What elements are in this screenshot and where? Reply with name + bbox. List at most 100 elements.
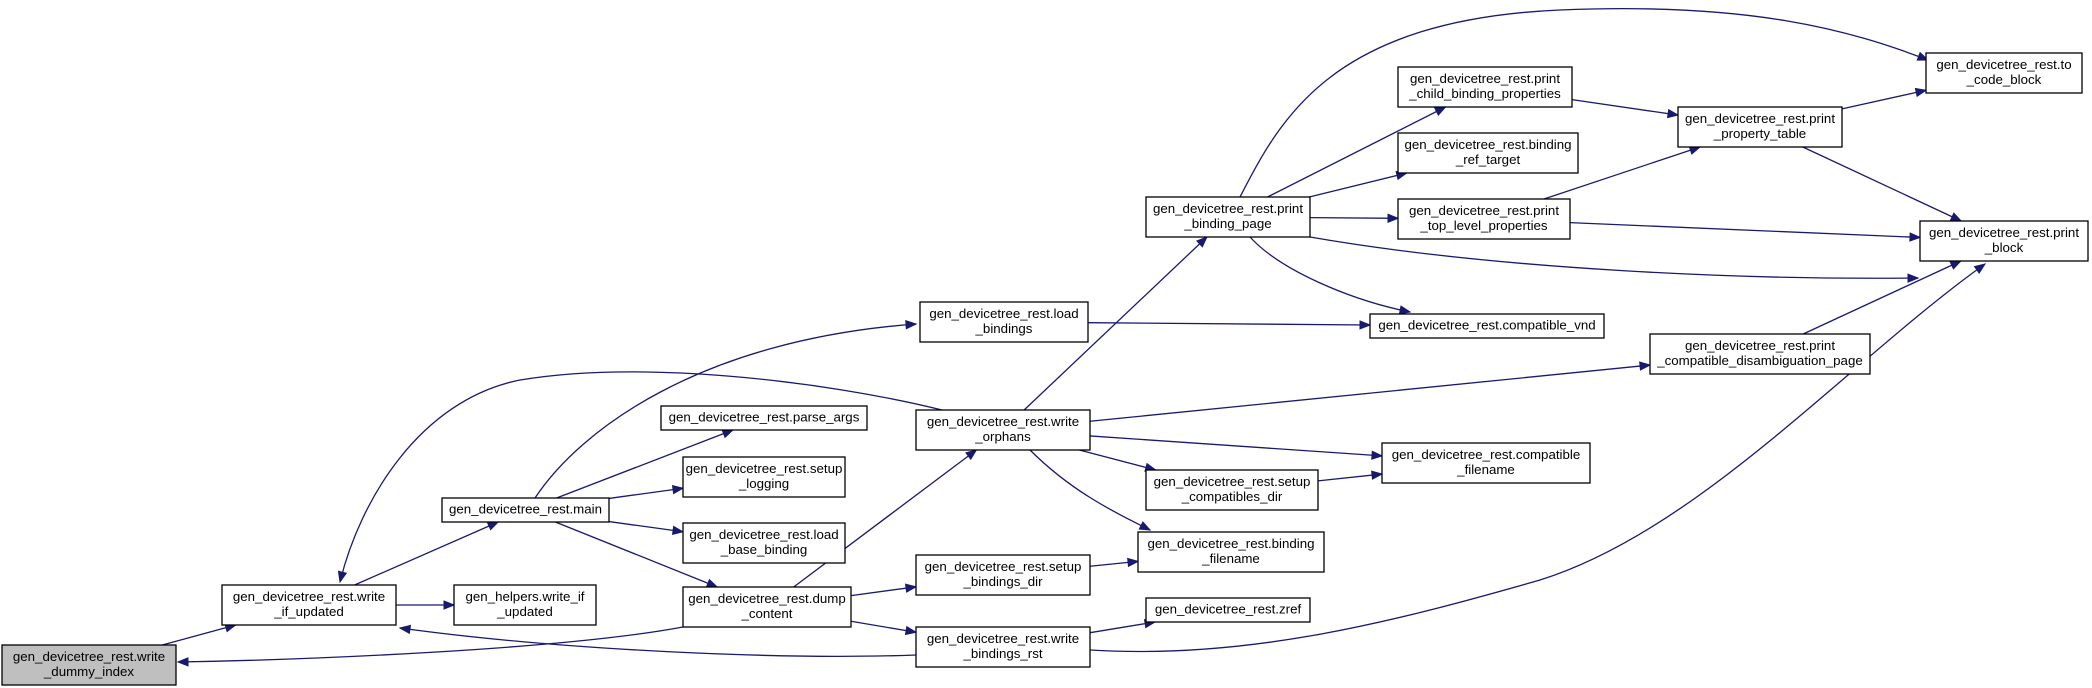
edge-print-child-binding-properties-to-print-property-table-line xyxy=(1571,99,1679,116)
node-box xyxy=(453,584,597,626)
node-label-line: _binding_page xyxy=(1183,216,1271,231)
edge-write-orphans-to-print-compatible-disambiguation-page-line xyxy=(1089,364,1651,422)
edge-write-bindings-rst-to-write-if-updated xyxy=(398,624,917,657)
node-write-bindings-rst[interactable]: gen_devicetree_rest.write_bindings_rst xyxy=(915,626,1091,668)
node-write-orphans[interactable]: gen_devicetree_rest.write_orphans xyxy=(915,409,1091,451)
node-print-top-level-properties[interactable]: gen_devicetree_rest.print_top_level_prop… xyxy=(1397,198,1571,240)
edge-load-bindings-to-compatible-vnd xyxy=(1087,320,1372,330)
edge-print-property-table-to-print-block-line xyxy=(1802,146,1962,222)
node-label-line: _ref_target xyxy=(1455,152,1521,167)
edge-dump-content-to-write-dummy-index-arrowhead xyxy=(176,657,189,667)
edge-write-orphans-to-compatible-filename-arrowhead xyxy=(1371,450,1384,460)
edge-write-orphans-to-write-if-updated-arrowhead xyxy=(337,570,348,584)
edge-write-dummy-index-to-write-if-updated xyxy=(162,623,237,646)
node-box xyxy=(1145,597,1311,623)
edge-print-binding-page-to-print-child-binding-properties-arrowhead xyxy=(1433,106,1447,116)
edge-write-orphans-to-setup-compatibles-dir-line xyxy=(1079,449,1156,471)
node-write-if-updated[interactable]: gen_devicetree_rest.write_if_updated xyxy=(221,584,397,626)
edge-main-to-load-bindings-arrowhead xyxy=(905,320,918,330)
edge-write-orphans-to-binding-filename-line xyxy=(1029,449,1151,531)
edge-print-compatible-disambiguation-page-to-print-block-arrowhead xyxy=(1949,260,1963,270)
node-box xyxy=(682,522,846,564)
node-to-code-block[interactable]: gen_devicetree_rest.to_code_block xyxy=(1925,52,2083,94)
node-label-line: gen_helpers.write_if xyxy=(465,589,584,604)
node-box xyxy=(1381,442,1591,484)
node-print-block[interactable]: gen_devicetree_rest.print_block xyxy=(1919,220,2089,262)
node-label-line: gen_devicetree_rest.compatible xyxy=(1392,447,1581,462)
node-label-line: gen_devicetree_rest.print xyxy=(1685,111,1835,126)
edge-write-orphans-to-compatible-filename-line xyxy=(1089,435,1383,457)
node-label-line: gen_devicetree_rest.binding xyxy=(1147,536,1314,551)
node-zref[interactable]: gen_devicetree_rest.zref xyxy=(1145,597,1311,623)
node-label-line: gen_devicetree_rest.print xyxy=(1409,203,1559,218)
node-box xyxy=(1137,531,1325,573)
edge-write-dummy-index-to-write-if-updated-line xyxy=(162,624,236,646)
edge-print-binding-page-to-to-code-block-line xyxy=(1239,7,1929,198)
node-dump-content[interactable]: gen_devicetree_rest.dump_content xyxy=(682,586,852,628)
node-load-base-binding[interactable]: gen_devicetree_rest.load_base_binding xyxy=(682,522,846,564)
node-write-dummy-index[interactable]: gen_devicetree_rest.write_dummy_index xyxy=(1,644,177,686)
edge-setup-compatibles-dir-to-compatible-filename-line xyxy=(1317,473,1383,482)
edge-print-property-table-to-to-code-block xyxy=(1841,87,1928,110)
edge-print-binding-page-to-binding-ref-target-line xyxy=(1309,172,1407,198)
edge-write-bindings-rst-to-zref xyxy=(1089,619,1157,634)
edge-print-property-table-to-print-block xyxy=(1802,146,1963,222)
node-box xyxy=(682,456,846,498)
node-compatible-filename[interactable]: gen_devicetree_rest.compatible_filename xyxy=(1381,442,1591,484)
node-label-line: _property_table xyxy=(1713,126,1806,141)
node-load-bindings[interactable]: gen_devicetree_rest.load_bindings xyxy=(919,301,1089,343)
edge-setup-bindings-dir-to-binding-filename xyxy=(1089,557,1140,568)
node-label-line: _dummy_index xyxy=(43,664,135,679)
edge-main-to-load-base-binding xyxy=(608,520,685,536)
edge-write-orphans-to-write-if-updated xyxy=(337,371,943,584)
node-compatible-vnd[interactable]: gen_devicetree_rest.compatible_vnd xyxy=(1369,313,1605,339)
node-setup-compatibles-dir[interactable]: gen_devicetree_rest.setup_compatibles_di… xyxy=(1145,469,1319,511)
node-label-line: gen_devicetree_rest.load xyxy=(929,306,1078,321)
edge-write-orphans-to-binding-filename-arrowhead xyxy=(1138,521,1152,531)
node-binding-filename[interactable]: gen_devicetree_rest.binding_filename xyxy=(1137,531,1325,573)
node-parse-args[interactable]: gen_devicetree_rest.parse_args xyxy=(660,405,868,431)
node-label-line: _code_block xyxy=(1966,72,2042,87)
edge-print-child-binding-properties-to-print-property-table-arrowhead xyxy=(1666,108,1680,119)
node-helpers-write-if-updated[interactable]: gen_helpers.write_if_updated xyxy=(453,584,597,626)
node-box xyxy=(1397,66,1573,108)
node-label-line: _top_level_properties xyxy=(1419,218,1547,233)
edge-print-binding-page-to-to-code-block xyxy=(1239,7,1930,198)
edge-dump-content-to-write-bindings-rst xyxy=(850,620,918,636)
node-box xyxy=(915,409,1091,451)
edge-print-child-binding-properties-to-print-property-table xyxy=(1571,99,1680,119)
node-label-line: gen_devicetree_rest.setup xyxy=(925,559,1082,574)
node-box xyxy=(919,301,1089,343)
node-label-line: _block xyxy=(1984,240,2024,255)
node-box xyxy=(1,644,177,686)
edge-print-compatible-disambiguation-page-to-print-block-line xyxy=(1802,260,1962,335)
edge-dump-content-to-write-dummy-index xyxy=(176,626,684,667)
node-label-line: gen_devicetree_rest.write xyxy=(927,414,1079,429)
edge-dump-content-to-write-dummy-index-line xyxy=(177,626,684,663)
node-setup-logging[interactable]: gen_devicetree_rest.setup_logging xyxy=(682,456,846,498)
edge-write-if-updated-to-helpers-write-if-updated xyxy=(396,600,456,610)
node-box xyxy=(1649,333,1871,375)
node-label-line: _bindings_dir xyxy=(962,574,1043,589)
node-print-property-table[interactable]: gen_devicetree_rest.print_property_table xyxy=(1677,106,1843,148)
edge-print-property-table-to-print-block-arrowhead xyxy=(1949,212,1963,222)
node-label-line: _bindings xyxy=(975,321,1033,336)
edge-write-orphans-to-print-compatible-disambiguation-page xyxy=(1089,361,1652,422)
node-label-line: gen_devicetree_rest.print xyxy=(1685,338,1835,353)
edge-write-orphans-to-print-binding-page-arrowhead xyxy=(1195,236,1208,248)
node-box xyxy=(1145,196,1311,238)
node-print-binding-page[interactable]: gen_devicetree_rest.print_binding_page xyxy=(1145,196,1311,238)
edge-print-property-table-to-to-code-block-arrowhead xyxy=(1914,87,1928,98)
edge-write-bindings-rst-to-print-block-arrowhead xyxy=(1973,263,1987,274)
node-main[interactable]: gen_devicetree_rest.main xyxy=(441,497,610,523)
node-setup-bindings-dir[interactable]: gen_devicetree_rest.setup_bindings_dir xyxy=(915,554,1091,596)
node-binding-ref-target[interactable]: gen_devicetree_rest.binding_ref_target xyxy=(1397,132,1579,174)
edge-setup-bindings-dir-to-binding-filename-arrowhead xyxy=(1127,557,1140,568)
edge-print-binding-page-to-print-top-level-properties-line xyxy=(1309,216,1399,219)
node-label-line: gen_devicetree_rest.print xyxy=(1410,71,1560,86)
node-print-compatible-disambiguation-page[interactable]: gen_devicetree_rest.print_compatible_dis… xyxy=(1649,333,1871,375)
node-box xyxy=(1369,313,1605,339)
node-print-child-binding-properties[interactable]: gen_devicetree_rest.print_child_binding_… xyxy=(1397,66,1573,108)
edge-load-bindings-to-compatible-vnd-arrowhead xyxy=(1359,320,1372,330)
edge-print-top-level-properties-to-print-block xyxy=(1569,221,1922,242)
